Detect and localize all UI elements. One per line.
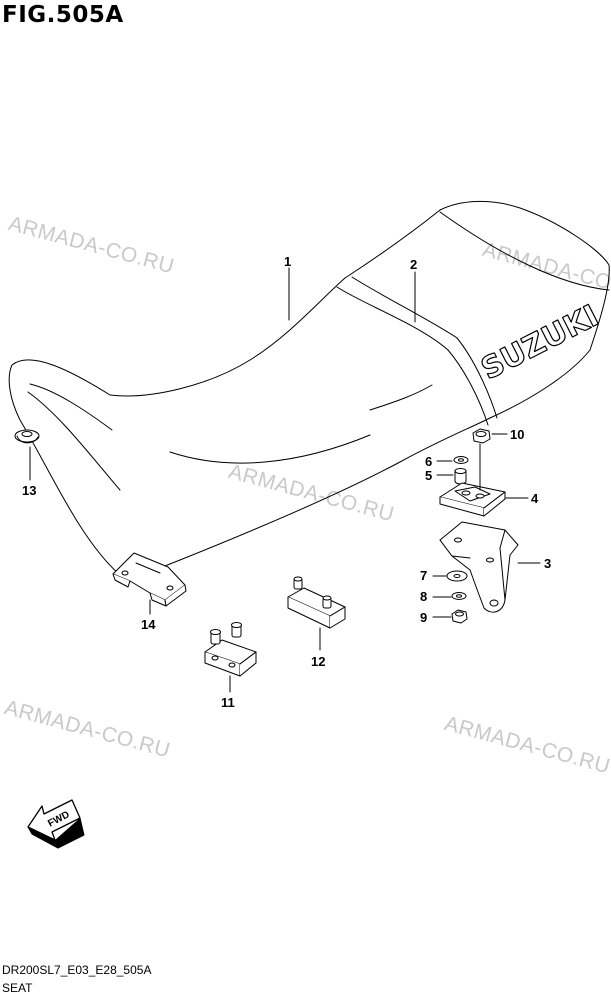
part-5-collar xyxy=(454,468,467,485)
callout-9: 9 xyxy=(420,610,428,625)
callout-10: 10 xyxy=(510,427,525,442)
part-12-block xyxy=(287,576,346,629)
callout-7: 7 xyxy=(420,568,428,583)
seat-assembly xyxy=(8,201,610,577)
figure-title: FIG.505A xyxy=(2,2,124,28)
fwd-arrow-icon: FWD xyxy=(27,799,85,849)
callout-6: 6 xyxy=(425,454,433,469)
callout-3: 3 xyxy=(544,556,552,571)
part-3-bracket xyxy=(439,521,519,613)
callout-11: 11 xyxy=(221,695,235,710)
part-11-block xyxy=(204,622,257,677)
callout-4: 4 xyxy=(531,491,539,506)
part-13-cushion xyxy=(14,429,40,444)
figure-code: DR200SL7_E03_E28_505A xyxy=(2,963,152,977)
callout-13: 13 xyxy=(22,483,37,498)
figure-caption: SEAT xyxy=(2,981,33,995)
callout-1: 1 xyxy=(284,254,292,269)
part-6-washer xyxy=(453,456,469,464)
callout-12: 12 xyxy=(311,654,326,669)
part-4-mount xyxy=(439,482,506,517)
callout-14: 14 xyxy=(141,617,156,632)
part-8-washer xyxy=(451,592,467,600)
part-14-bracket xyxy=(112,552,187,607)
callout-2: 2 xyxy=(410,257,418,272)
part-10-nut xyxy=(472,428,491,444)
leader-lines xyxy=(29,267,541,693)
part-9-nut xyxy=(451,609,468,624)
callout-8: 8 xyxy=(420,589,428,604)
callout-5: 5 xyxy=(425,468,433,483)
suzuki-logo: SUZUKI xyxy=(476,299,605,388)
part-7-grommet xyxy=(446,570,468,582)
